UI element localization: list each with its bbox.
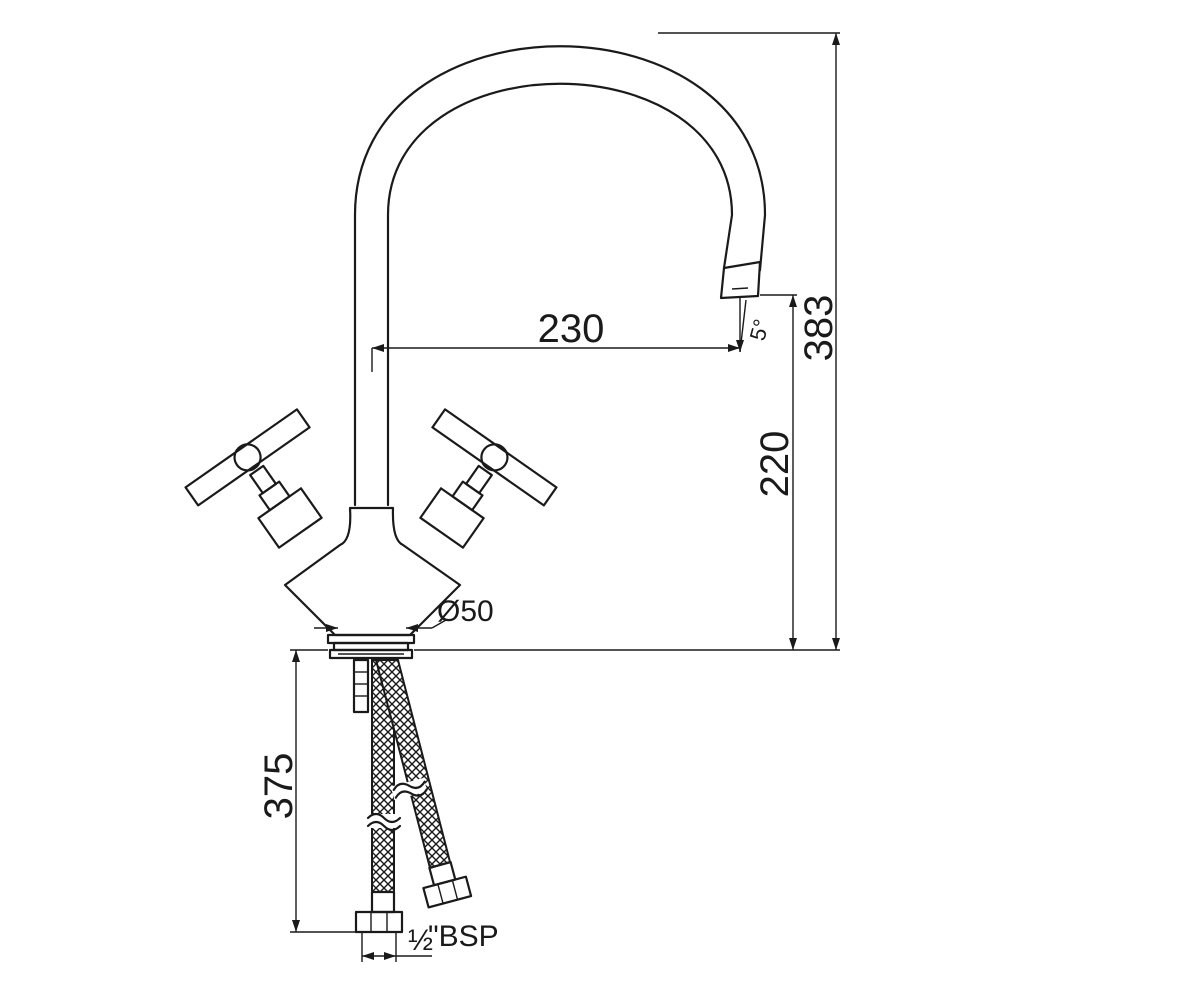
fixing-stud — [352, 658, 370, 714]
base-diameter-label: Ø50 — [437, 595, 494, 628]
thread-size-label: "BSP — [428, 920, 499, 953]
left-cross-handle — [184, 408, 323, 549]
reach-dimension-label: 230 — [538, 307, 605, 351]
tap-body — [283, 506, 462, 660]
dimension-lines — [290, 32, 840, 962]
spout-angle-label: 5° — [745, 316, 775, 343]
right-cross-handle — [419, 408, 558, 549]
spout-height-dimension-label: 220 — [753, 431, 797, 498]
total-height-dimension-label: 383 — [797, 295, 841, 362]
below-deck-dimension-label: 375 — [257, 753, 301, 820]
thread-fraction-label: ½ — [408, 924, 433, 957]
right-supply-hose — [374, 659, 473, 909]
spout — [353, 45, 767, 507]
left-supply-hose — [354, 659, 404, 934]
